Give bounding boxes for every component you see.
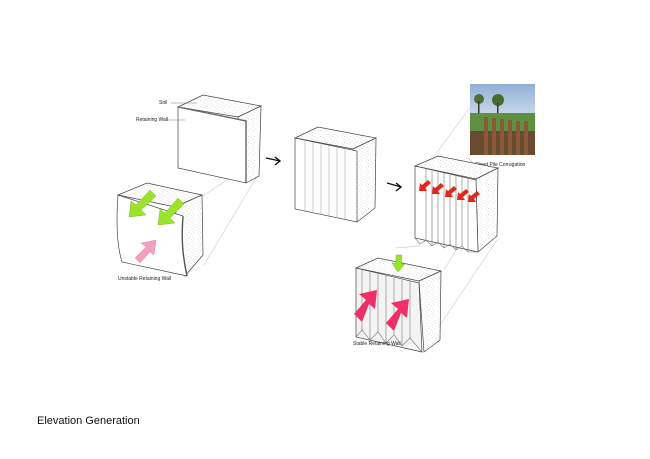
force-arrow-icon	[128, 189, 185, 226]
force-arrow-icon	[134, 239, 157, 264]
block-sheet-pile	[413, 155, 500, 253]
label-stable-wall: Stable Retaining Wall	[353, 341, 401, 347]
step-arrow-icon	[386, 182, 403, 192]
force-arrow-icon	[391, 254, 406, 273]
label-retaining-wall: Retaining Wall	[136, 117, 168, 123]
block-unstable-wall	[116, 182, 204, 277]
photo-sheet-pile	[470, 84, 535, 155]
label-sheet-pile: Sheet Pile Corrugation	[475, 162, 526, 168]
label-unstable-wall: Unstable Retaining Wall	[118, 276, 171, 282]
step-arrow-icon	[265, 156, 282, 166]
block-corrugated-front	[293, 126, 378, 223]
page-title: Elevation Generation	[37, 415, 140, 427]
label-soil: Soil	[159, 100, 167, 106]
force-arrow-icon	[419, 180, 480, 202]
force-arrow-icon	[354, 290, 409, 331]
block-soil-wall	[176, 94, 263, 184]
